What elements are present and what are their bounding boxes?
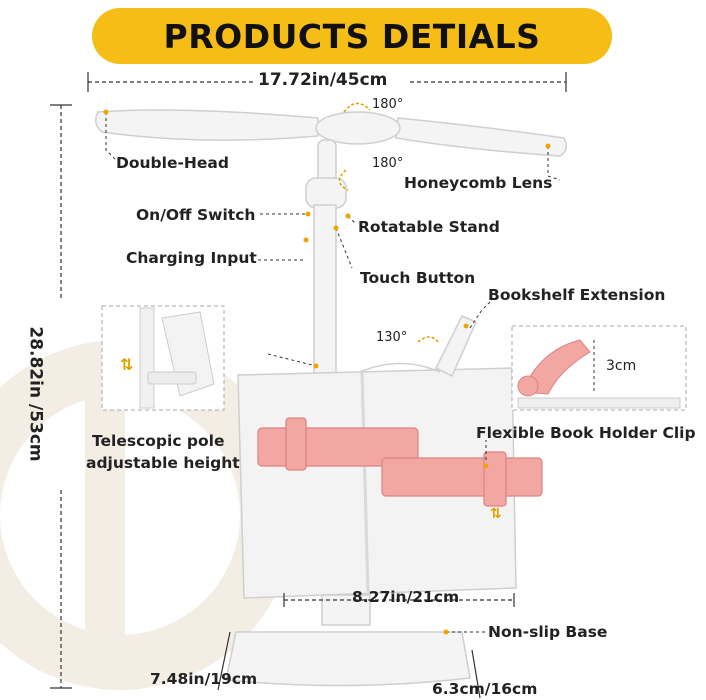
lamp-head	[95, 109, 567, 157]
label-telescopic-pole: Telescopic pole	[92, 432, 225, 450]
height-dimension-label: 28.82in /53cm	[25, 326, 46, 462]
leader-lines	[105, 112, 561, 633]
book-clip	[257, 417, 543, 507]
angle-label-top: 180°	[372, 97, 404, 112]
label-touch-button: Touch Button	[360, 269, 476, 287]
telescopic-inset: ⇅	[101, 305, 225, 411]
telescopic-pole	[313, 204, 337, 374]
marker-dots	[103, 109, 551, 635]
slide-arrow-icon: ⇅	[490, 506, 502, 522]
label-adjustable-height: adjustable height	[86, 454, 240, 472]
angle-label-shelf: 130°	[376, 330, 408, 345]
label-double-head: Double-Head	[116, 154, 229, 172]
page-title: PRODUCTS DETIALS	[163, 16, 541, 56]
clip-inset	[511, 325, 687, 411]
label-charging-input: Charging Input	[126, 249, 257, 267]
label-bookshelf-extension: Bookshelf Extension	[488, 286, 666, 304]
title-banner: PRODUCTS DETIALS	[92, 8, 612, 64]
height-dimension-line	[50, 104, 72, 689]
clip-gap-label: 3cm	[606, 358, 637, 374]
width-dimension-label: 17.72in/45cm	[258, 70, 388, 90]
label-on-off-switch: On/Off Switch	[136, 206, 256, 224]
rotation-arcs	[338, 102, 439, 343]
book-holder-board	[237, 362, 517, 599]
label-honeycomb-lens: Honeycomb Lens	[404, 174, 553, 192]
svg-text:⇅: ⇅	[120, 355, 133, 374]
non-slip-base	[225, 594, 471, 687]
label-rotatable-stand: Rotatable Stand	[358, 218, 500, 236]
base-width-label: 6.3cm/16cm	[432, 680, 538, 698]
holder-width-label: 8.27in/21cm	[352, 588, 460, 606]
label-non-slip-base: Non-slip Base	[488, 623, 608, 641]
bookshelf-flap	[434, 315, 477, 378]
bottom-dimension-lines	[217, 593, 515, 699]
lamp-neck	[305, 139, 347, 209]
label-flexible-clip: Flexible Book Holder Clip	[476, 424, 696, 442]
base-depth-label: 7.48in/19cm	[150, 670, 258, 688]
angle-label-side: 180°	[372, 156, 404, 171]
